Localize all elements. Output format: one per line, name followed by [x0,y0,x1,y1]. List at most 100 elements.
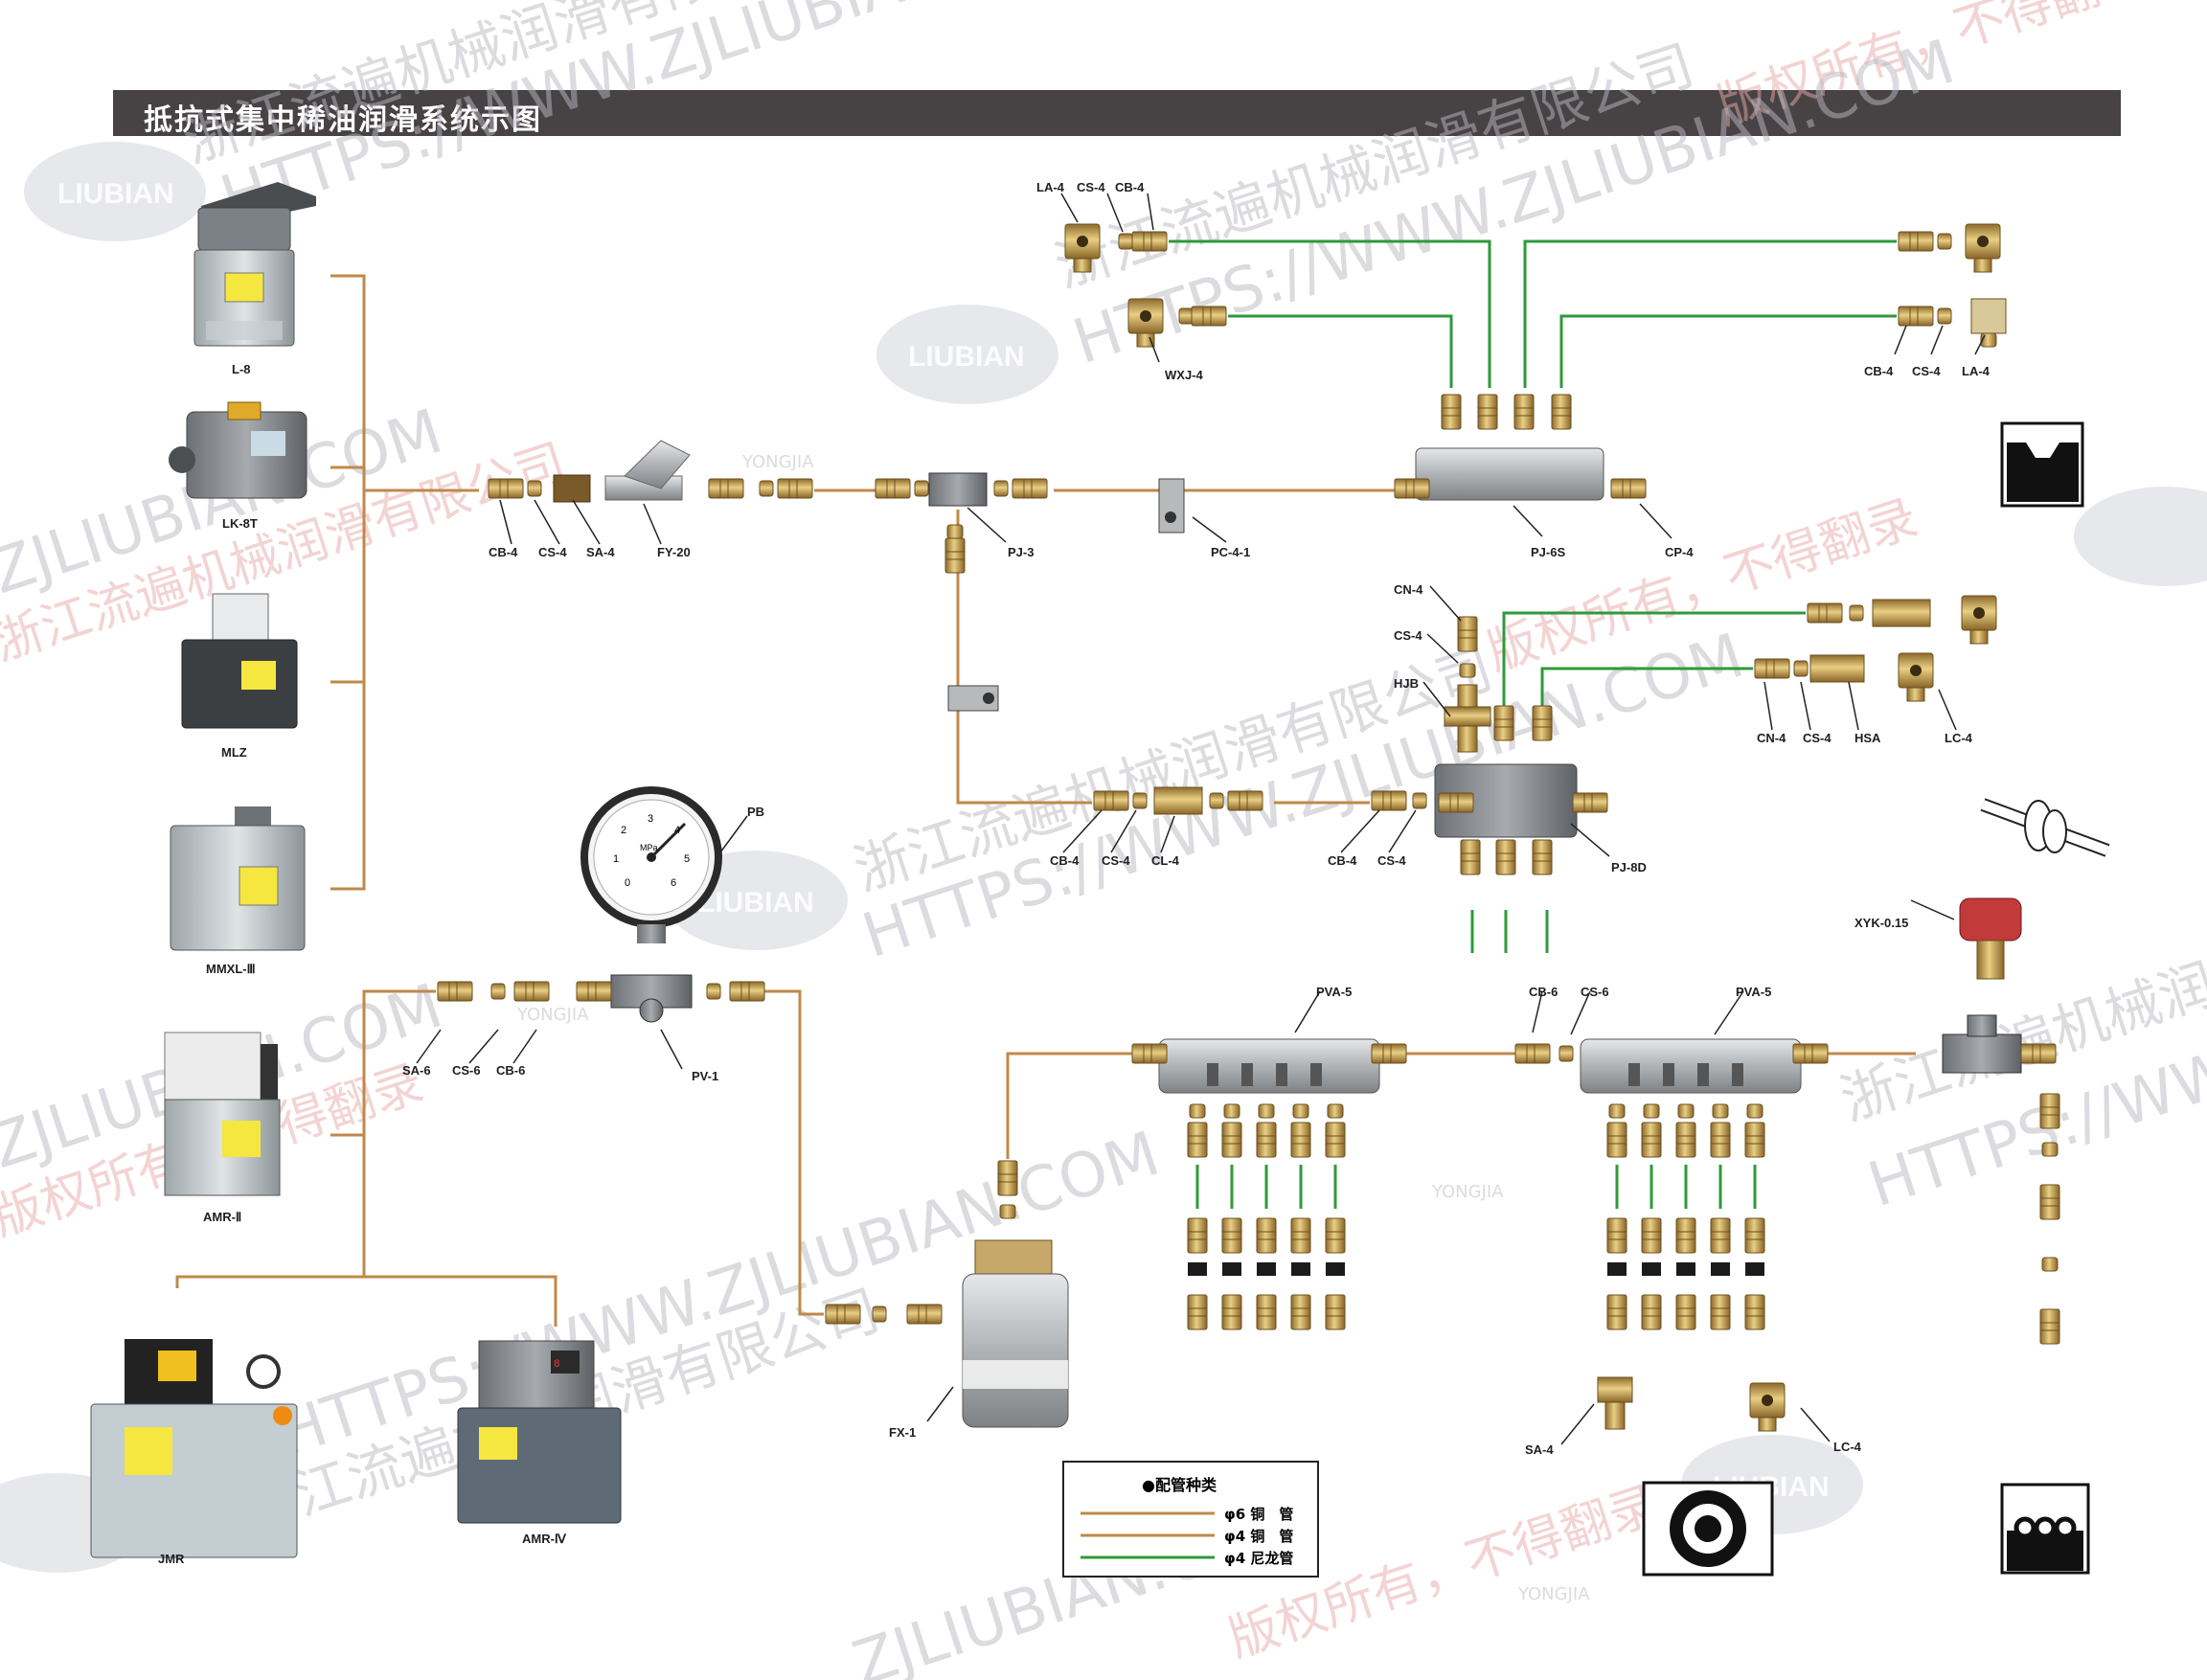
label-cb4: CB-4 [1328,853,1357,868]
pipe-legend: ●配管种类 φ6 铜 管 φ4 铜 管 φ4 尼龙管 [1062,1461,1319,1578]
gauge-scale: 6 [671,877,676,889]
label-cb4: CB-4 [1115,180,1145,194]
pump-label: MMXL-Ⅲ [206,962,256,976]
right-mid-fittings [1754,595,1997,702]
legend-item: φ6 铜 管 [1224,1506,1293,1523]
pump-lk8t: LK-8T [169,401,307,531]
label-lc4: LC-4 [1945,731,1973,745]
label-cs4: CS-4 [538,545,567,559]
pump-label: AMR-Ⅳ [522,1532,567,1546]
brand-text: LIUBIAN [57,178,174,210]
pump-l8: L-8 [193,182,316,376]
label-cn4: CN-4 [1394,582,1423,597]
label-pj8d: PJ-8D [1611,860,1647,874]
label-pb: PB [747,805,764,819]
legend-title: ●配管种类 [1142,1476,1217,1494]
pump-amr4: 8 AMR-Ⅳ [457,1340,622,1546]
pump-label: AMR-Ⅱ [203,1210,241,1224]
pv1-chain [437,974,765,1023]
cl4-connector [1093,786,1427,815]
label-cb4: CB-4 [1050,853,1080,868]
pump-mmxl3: MMXL-Ⅲ [170,806,306,976]
label-cs4: CS-4 [1077,180,1105,194]
label-cs4: CS-4 [1803,731,1832,745]
copper-pipes [175,274,1916,1327]
label-cs4: CS-4 [1102,853,1130,868]
label-cb6: CB-6 [1529,985,1558,999]
label-pva5: PVA-5 [1736,985,1771,999]
component-labels: LA-4 CS-4 CB-4 WXJ-4 CB-4 CS-4 LA-4 CB-4… [402,180,1991,1457]
gauge-scale: 1 [613,853,619,865]
label-sa6: SA-6 [402,1063,431,1078]
brand-logo: LIUBIAN [24,142,206,241]
brand-text: YONGJIA [516,1005,589,1025]
pump-mlz: MLZ [181,593,298,760]
nylon-pipes [1169,239,1897,1209]
gauge-scale: 4 [674,825,680,836]
brand-text: LIUBIAN [908,341,1025,373]
label-pc41: PC-4-1 [1211,545,1250,559]
pj8d-distributor [1434,616,1608,875]
pva5-right [1580,1038,1829,1330]
brand-text: YONGJIA [1517,1584,1590,1604]
pump-jmr: JMR [90,1339,298,1566]
label-cs4: CS-4 [1377,853,1406,868]
brand-text: YONGJIA [1431,1182,1504,1202]
label-fy20: FY-20 [657,545,691,559]
top-right-fittings [1898,223,2007,348]
pj6s-distributor [1394,394,1647,501]
label-lc4: LC-4 [1833,1440,1862,1454]
xyk-pressure-switch [1942,897,2060,1345]
label-cb4: CB-4 [1864,364,1894,378]
label-pv1: PV-1 [692,1069,718,1083]
label-sa4: SA-4 [1525,1442,1554,1457]
label-cs4: CS-4 [1394,628,1422,643]
label-hsa: HSA [1854,731,1881,745]
label-hjb: HJB [1394,676,1419,691]
tube-section-icon [1642,1481,1774,1577]
gauge-scale: 5 [684,853,690,865]
pva5-left [1131,1038,1407,1330]
pc41-clip [1158,478,1185,534]
label-cl4: CL-4 [1151,853,1180,868]
title-bar [113,90,2121,136]
page-title: 抵抗式集中稀油润滑系统示图 [144,103,542,137]
pump-label: LK-8T [222,516,258,531]
pipe-clamp-icon [2000,421,2084,508]
fy20-chain [488,440,813,503]
label-wxj4: WXJ-4 [1165,368,1204,382]
legend-item: φ4 尼龙管 [1224,1550,1293,1567]
pc41-clip-2 [947,685,999,712]
pump-label: MLZ [221,745,247,760]
label-cs4: CS-4 [1912,364,1941,378]
pj3-junction [875,472,1048,574]
pump-amr2: AMR-Ⅱ [164,1032,281,1224]
label-fx1: FX-1 [889,1425,916,1440]
mid-cb6-cs6 [1514,1043,1574,1064]
multi-tube-icon [2000,1483,2090,1575]
bottom-fittings [1597,1376,1786,1432]
label-cs6: CS-6 [1581,985,1609,999]
label-pj3: PJ-3 [1008,545,1034,559]
pump-label: JMR [158,1552,185,1566]
fitting-diagram-icon [1980,798,2110,857]
svg-text:8: 8 [554,1359,560,1371]
label-sa4: SA-4 [586,545,615,559]
label-cb6: CB-6 [496,1063,525,1078]
pressure-gauge: 1 2 3 4 5 6 0 MPa [580,786,722,943]
label-la4: LA-4 [1036,180,1065,194]
label-xyk: XYK-0.15 [1854,916,1908,930]
brand-text: YONGJIA [741,452,814,472]
fx1-filter [825,1160,1069,1428]
brand-logo: LIUBIAN [876,305,1058,404]
brand-logo [2074,487,2207,586]
legend-item: φ4 铜 管 [1224,1528,1293,1545]
label-cn4: CN-4 [1757,731,1786,745]
gauge-unit: MPa [640,843,658,852]
pump-label: L-8 [232,362,251,376]
label-cp4: CP-4 [1665,545,1694,559]
label-pva5: PVA-5 [1316,985,1352,999]
leader-lines [416,193,1986,1445]
